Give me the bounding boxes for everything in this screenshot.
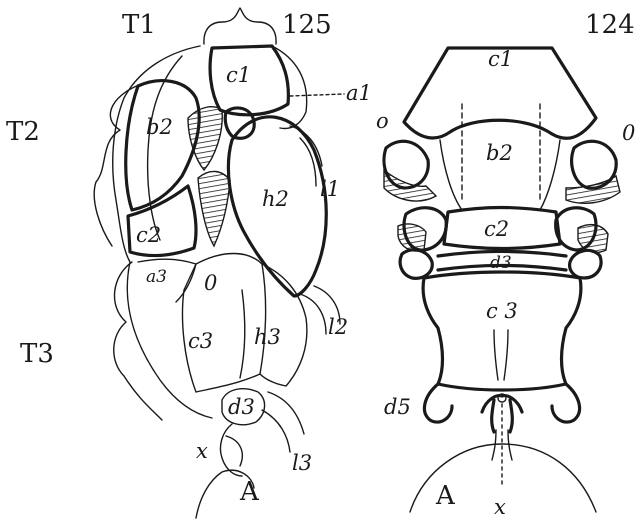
- label-a-125: A: [239, 477, 260, 507]
- label-c3-124: c 3: [486, 299, 518, 323]
- label-d5: d5: [384, 395, 411, 419]
- side-lobe-right: [570, 250, 601, 278]
- label-h2: h2: [262, 187, 289, 211]
- sclerite-c3-125: [183, 254, 266, 393]
- divider-c3-h3: [240, 290, 245, 378]
- label-t1: T1: [122, 10, 156, 40]
- figure-124: 124 c1 b2 o 0 c2 d3 c 3 d5 A x: [376, 10, 635, 519]
- figure-number-125: 125: [282, 10, 332, 40]
- label-o-right: 0: [622, 121, 635, 145]
- label-c2-125: c2: [136, 223, 161, 247]
- figure-number-124: 124: [585, 10, 635, 40]
- brace-t1: [204, 8, 276, 44]
- label-c2-124: c2: [484, 217, 509, 241]
- hatched-right-upper: [566, 176, 620, 203]
- label-o-125: 0: [204, 271, 217, 295]
- label-t3: T3: [20, 339, 54, 369]
- hatched-left-lower: [398, 224, 426, 251]
- label-d3-125: d3: [228, 395, 255, 419]
- label-t2: T2: [6, 117, 40, 147]
- label-c1-125: c1: [226, 63, 251, 87]
- appendage-x-125: [220, 424, 242, 476]
- label-x-125: x: [196, 439, 208, 463]
- label-c3-125: c3: [188, 329, 213, 353]
- label-l2: l2: [328, 315, 348, 339]
- label-l3: l3: [292, 451, 312, 475]
- label-h3: h3: [254, 325, 281, 349]
- label-o-left: o: [376, 109, 389, 133]
- hatched-left-upper: [384, 170, 436, 201]
- leader-a1: [290, 94, 344, 96]
- sclerite-c3-124: [423, 272, 581, 390]
- label-l1: l1: [320, 177, 340, 201]
- label-d3-124: d3: [490, 253, 512, 273]
- hook-right: [552, 384, 580, 422]
- side-lobe-left: [400, 250, 432, 278]
- label-x-124: x: [494, 495, 506, 519]
- figure-125: T1 125 T2 T3 c1 a1 b2 l1 h2 c2 a3 0 c3 h…: [6, 8, 372, 518]
- label-b2-125: b2: [146, 115, 173, 139]
- leg-l3: [262, 392, 304, 452]
- label-a3: a3: [146, 267, 167, 287]
- label-b2-124: b2: [486, 141, 513, 165]
- label-a1: a1: [346, 81, 372, 105]
- c3-midline: [494, 330, 508, 380]
- hook-left: [424, 384, 452, 422]
- label-c1-124: c1: [488, 47, 513, 71]
- hatched-area-upper: [188, 107, 222, 170]
- label-a-124: A: [435, 481, 456, 511]
- hatched-area-lower: [198, 171, 230, 246]
